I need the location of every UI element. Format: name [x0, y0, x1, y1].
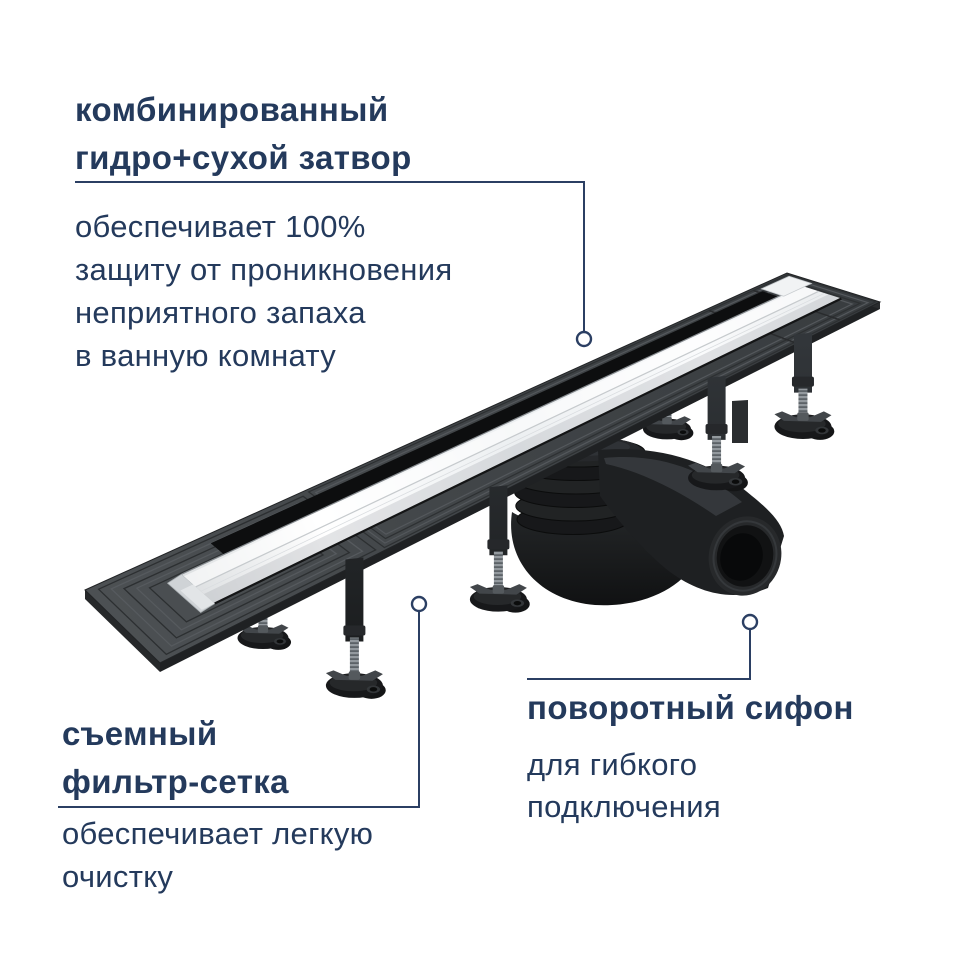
leveling-foot [237, 624, 292, 650]
siphon-desc-line1: для гибкого [527, 747, 698, 782]
leg-assembly [774, 332, 835, 440]
callout-marker-filter [410, 595, 428, 613]
leveling-foot [325, 670, 386, 699]
siphon-callout-description: для гибкого подключения [527, 744, 721, 828]
filter-title-line1: съемный [62, 715, 218, 752]
threaded-rod [798, 388, 808, 421]
siphon-callout-title: поворотный сифон [527, 690, 854, 726]
callout-line-siphon [527, 613, 759, 680]
drain-channel [84, 272, 882, 672]
threaded-rod [712, 435, 722, 472]
seal-title-line2: гидро+сухой затвор [75, 139, 412, 176]
callout-marker-siphon [741, 613, 759, 631]
callout-line-seal [75, 181, 593, 348]
leg-assembly [688, 375, 748, 492]
far-bracket [732, 400, 748, 443]
callout-lines [58, 181, 759, 808]
channel-side-face [160, 302, 880, 672]
seal-desc-line2: защиту от проникновения [75, 252, 453, 287]
leveling-foot [774, 411, 835, 440]
threaded-rod [349, 637, 359, 680]
callout-line-filter [58, 595, 428, 808]
seal-callout-description: обеспечивает 100% защиту от проникновени… [75, 205, 452, 377]
filter-desc-line2: очистку [62, 859, 174, 894]
siphon-desc-line2: подключения [527, 789, 721, 824]
filter-callout-description: обеспечивает легкую очистку [62, 812, 373, 898]
drain-slot [210, 291, 779, 555]
leveling-foot [688, 462, 748, 492]
flange-groove [97, 495, 377, 656]
filter-callout-title: съемный фильтр-сетка [62, 710, 289, 806]
outlet-opening [708, 516, 782, 596]
leg-bracket [489, 485, 508, 556]
filter-title-line2: фильтр-сетка [62, 763, 289, 800]
chrome-cover-strip [181, 285, 842, 604]
leg-bracket [345, 557, 364, 642]
leg-bracket [707, 375, 726, 440]
seal-callout-title: комбинированный гидро+сухой затвор [75, 86, 412, 182]
strip-end-piece [760, 275, 813, 297]
leveling-foot [643, 416, 694, 441]
seal-desc-line1: обеспечивает 100% [75, 209, 366, 244]
drain-product [84, 272, 882, 699]
callout-marker-seal [575, 330, 593, 348]
seal-desc-line4: в ванную комнату [75, 338, 337, 373]
threaded-rod [493, 551, 503, 594]
leg-assembly [469, 485, 530, 613]
leveling-foot [469, 584, 530, 613]
siphon-title-line1: поворотный сифон [527, 689, 854, 726]
outlet-top-highlight [604, 457, 742, 516]
leg-assembly [325, 557, 386, 699]
seal-desc-line3: неприятного запаха [75, 295, 366, 330]
filter-desc-line1: обеспечивает легкую [62, 816, 374, 851]
seal-title-line1: комбинированный [75, 91, 389, 128]
